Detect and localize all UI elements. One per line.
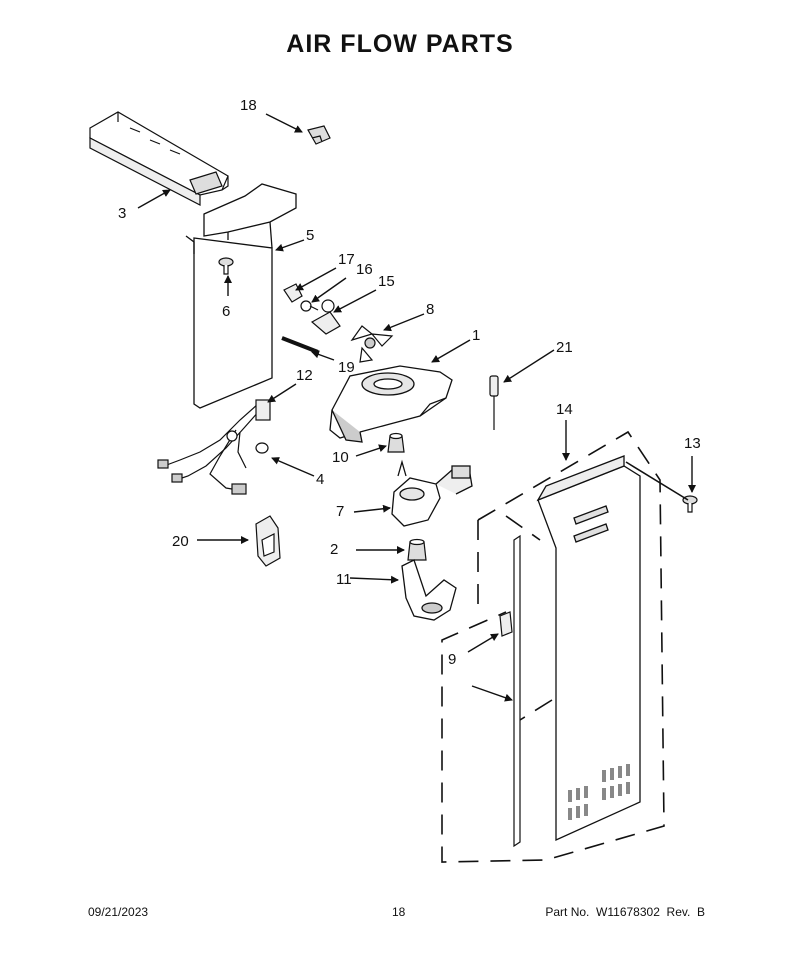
parts-15-16-17-small-components [283,283,341,335]
part-20-clip [255,515,281,567]
callout-20: 20 [172,533,189,550]
callout-10-lower: 2 [330,541,338,558]
footer-part-number: Part No. W11678302 Rev. B [545,905,705,919]
page-title: AIR FLOW PARTS [286,30,514,58]
callout-10-upper: 10 [332,449,349,466]
callout-19: 19 [338,359,355,376]
part-21-thermistor [489,375,499,430]
callout-12: 12 [296,367,313,384]
callout-14: 14 [556,401,573,418]
part-7-fan-motor [391,459,473,527]
part-6-screw [218,257,234,275]
part-5-air-duct [185,183,297,409]
part-1-fan-housing [329,365,453,443]
callout-7: 7 [336,503,344,520]
callout-leaders [137,113,696,702]
callout-15: 15 [378,273,395,290]
part-13-leader-line [625,461,689,501]
callout-1: 1 [472,327,480,344]
callout-4: 4 [316,471,324,488]
part-3-duct-tray [89,111,229,206]
callout-8: 8 [426,301,434,318]
callout-6: 6 [222,303,230,320]
callout-labels: 18 3 5 6 17 16 15 8 1 21 19 12 4 10 7 14… [118,97,701,668]
callout-3: 3 [118,205,126,222]
part-14-rear-cover [536,455,641,842]
part-13-screw [682,495,698,513]
callout-13: 13 [684,435,701,452]
assembly-dashed-outline [441,430,665,863]
footer-date: 09/21/2023 [88,905,149,919]
callout-21: 21 [556,339,573,356]
part-18-clip [307,125,331,145]
callout-17: 17 [338,251,355,268]
callout-2: 11 [336,571,352,588]
part-19-rod [281,336,319,354]
callout-5: 5 [306,227,314,244]
footer-page-number: 18 [392,905,406,919]
part-2-motor-bracket [401,559,457,621]
callout-16: 16 [356,261,373,278]
part-8-fan-blade [350,325,394,363]
callout-18: 18 [240,97,257,114]
callout-11: 9 [448,651,456,668]
part-10-grommet-lower [407,538,427,561]
part-11-bracket [499,611,513,637]
part-12-wire-harness [157,399,271,495]
part-9-strip [513,534,521,848]
part-10-grommet-upper [387,432,405,453]
